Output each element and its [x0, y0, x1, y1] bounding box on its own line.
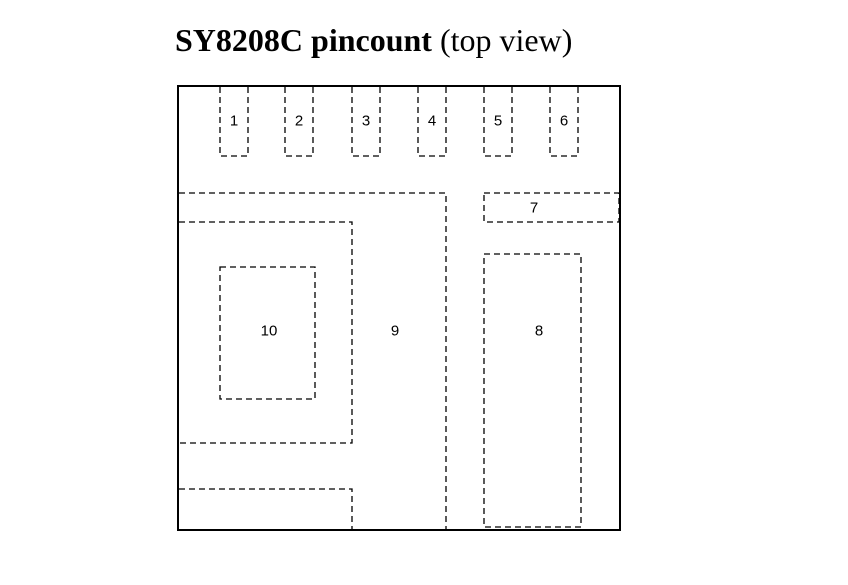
pin-7-pad: [483, 192, 620, 223]
pin-3-pad: [351, 87, 381, 157]
pin-9-lower-boundary: [179, 488, 353, 529]
pin-8-pad: [483, 253, 582, 528]
pin-label-1: 1: [230, 113, 238, 130]
pin-2-pad: [284, 87, 314, 157]
pin-label-10: 10: [261, 323, 278, 340]
pin-6-pad: [549, 87, 579, 157]
title-part-view: (top view): [431, 22, 573, 58]
pin-10-pad: [219, 266, 316, 400]
pin-label-9: 9: [391, 323, 399, 340]
pin-label-8: 8: [535, 323, 543, 340]
pin-label-2: 2: [295, 113, 303, 130]
pin-label-5: 5: [494, 113, 502, 130]
pin-label-7: 7: [530, 200, 538, 217]
diagram-title: SY8208C pincount (top view): [175, 20, 572, 60]
pin-5-pad: [483, 87, 513, 157]
pin-4-pad: [417, 87, 447, 157]
pin-label-4: 4: [428, 113, 436, 130]
pin-9-pad: [179, 192, 447, 529]
package-outline: [177, 85, 621, 531]
pin-1-pad: [219, 87, 249, 157]
pin-9-inner-boundary: [179, 221, 353, 444]
title-part-name: SY8208C pincount: [175, 22, 432, 58]
pin-label-3: 3: [362, 113, 370, 130]
pin-label-6: 6: [560, 113, 568, 130]
